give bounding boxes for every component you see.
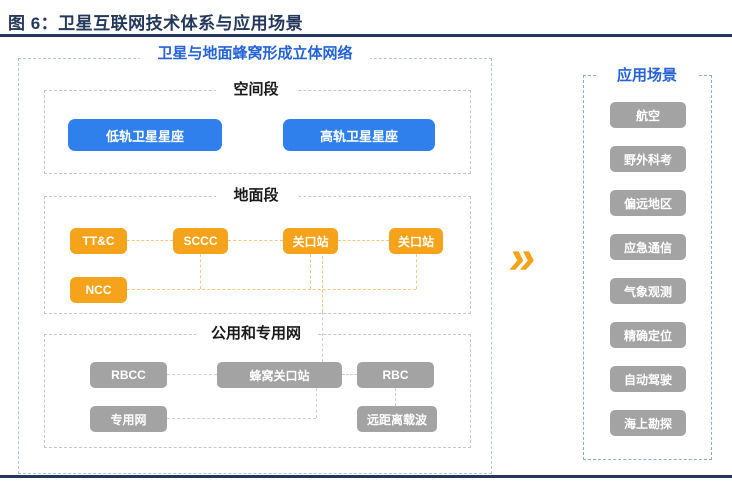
connector-cellgateway-rbc — [342, 374, 357, 375]
connector-ncc-bus — [127, 289, 416, 290]
node-rbc: RBC — [357, 362, 434, 388]
connector-gateway1-down — [310, 254, 311, 289]
double-chevron-icon: » — [505, 230, 541, 283]
connector-ttc-sccc — [127, 240, 173, 241]
node-gateway-2: 关口站 — [389, 228, 443, 254]
connector-sccc-gateway1 — [228, 240, 283, 241]
app-precise-positioning: 精确定位 — [610, 322, 686, 348]
app-aviation: 航空 — [610, 102, 686, 128]
node-cell-gateway: 蜂窝关口站 — [217, 362, 342, 388]
connector-gateway2-down — [416, 254, 417, 289]
node-long-distance-carrier: 远距离载波 — [357, 406, 437, 432]
node-sccc: SCCC — [173, 228, 228, 254]
applications-title: 应用场景 — [597, 66, 697, 86]
connector-rbcc-cellgateway — [167, 374, 217, 375]
app-emergency-comms: 应急通信 — [610, 234, 686, 260]
app-autonomous-driving: 自动驾驶 — [610, 366, 686, 392]
node-ncc: NCC — [70, 277, 127, 303]
connector-sccc-down — [200, 254, 201, 289]
network-segment-label: 公用和专用网 — [196, 324, 316, 344]
app-field-research: 野外科考 — [610, 146, 686, 172]
connector-privatenet-bus — [167, 418, 316, 419]
network-title: 卫星与地面蜂窝形成立体网络 — [140, 44, 370, 64]
node-private-network: 专用网 — [90, 406, 167, 432]
app-remote-areas: 偏远地区 — [610, 190, 686, 216]
figure-title: 图 6：卫星互联网技术体系与应用场景 — [8, 14, 304, 33]
space-segment-label: 空间段 — [216, 80, 296, 100]
node-leo-constellation: 低轨卫星星座 — [68, 119, 222, 151]
connector-gateway1-to-cell-lower — [322, 312, 323, 362]
title-divider — [0, 34, 732, 37]
node-gateway-1: 关口站 — [283, 228, 338, 254]
node-ttc: TT&C — [70, 228, 127, 254]
node-rbcc: RBCC — [90, 362, 167, 388]
bottom-divider — [0, 475, 732, 478]
app-weather-observation: 气象观测 — [610, 278, 686, 304]
node-geo-constellation: 高轨卫星星座 — [283, 119, 435, 151]
connector-cellgateway-privatenet — [316, 388, 317, 418]
connector-gateway1-gateway2 — [338, 240, 389, 241]
ground-segment-label: 地面段 — [216, 186, 296, 206]
app-marine-exploration: 海上勘探 — [610, 410, 686, 436]
connector-gateway1-to-cell-upper — [322, 256, 323, 312]
applications-box — [583, 75, 712, 460]
connector-rbc-carrier — [395, 388, 396, 406]
